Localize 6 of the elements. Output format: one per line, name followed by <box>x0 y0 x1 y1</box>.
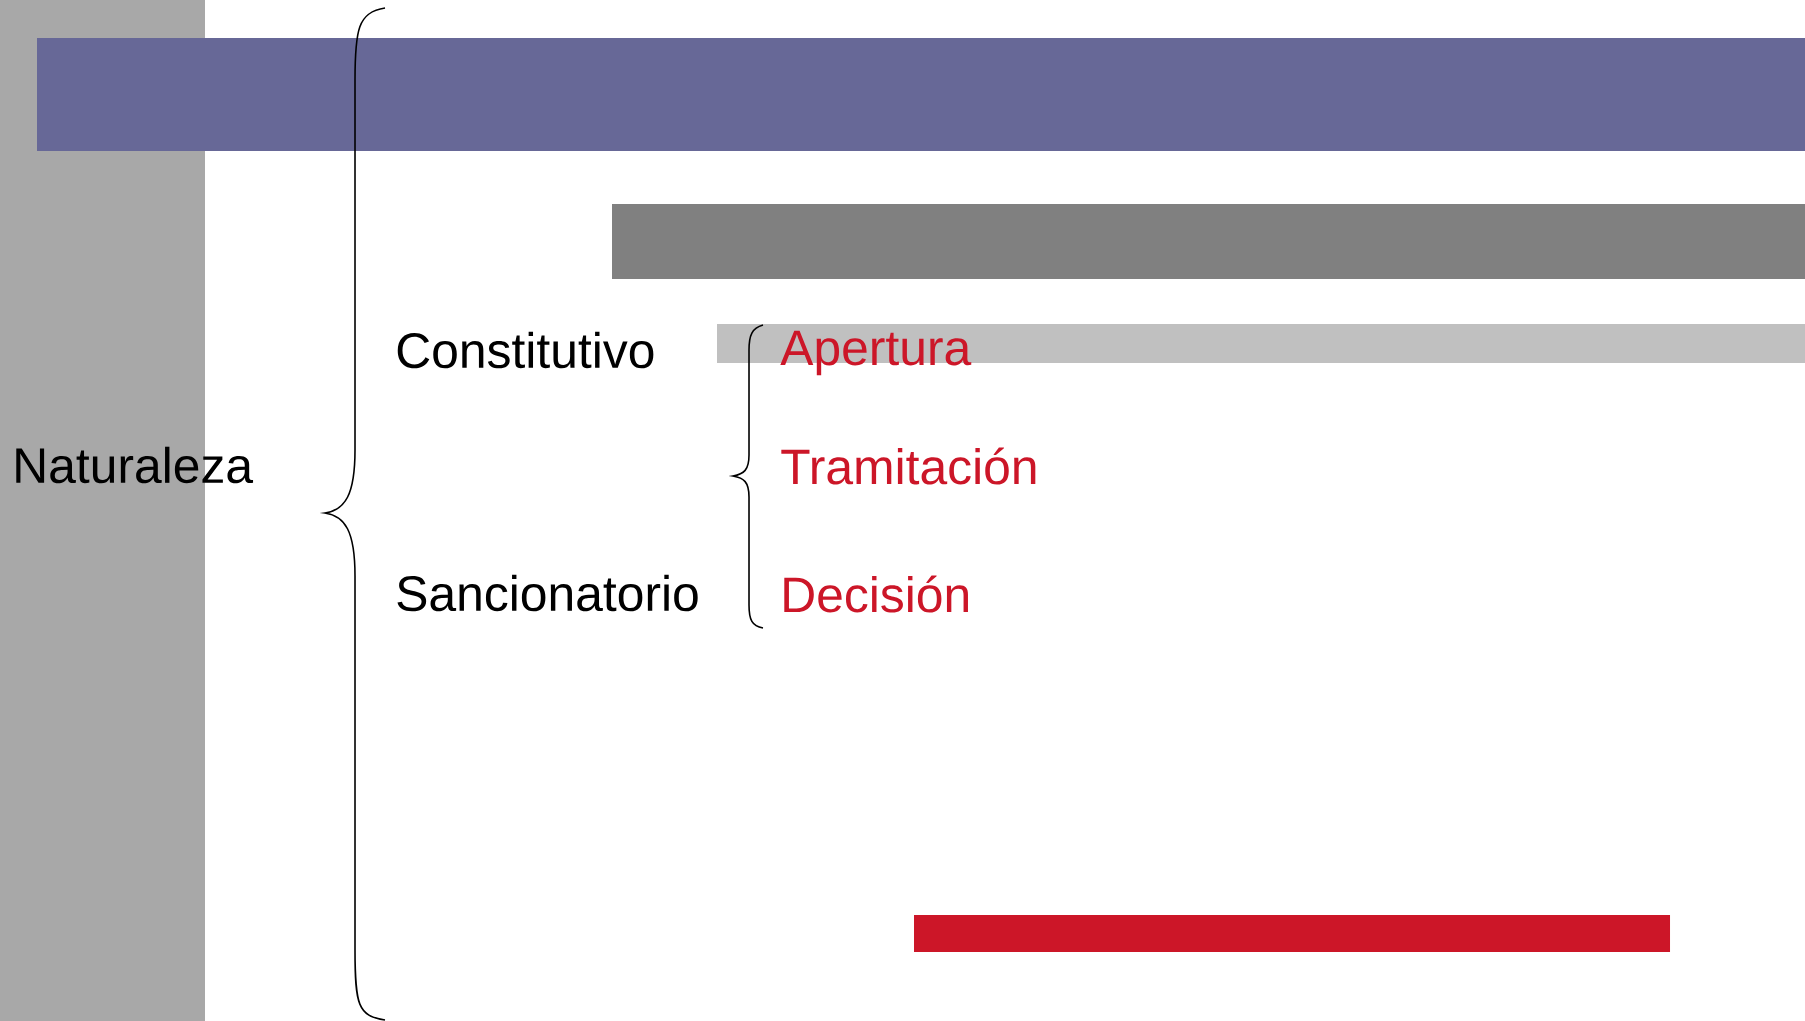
label: Decisión <box>784 575 968 613</box>
label: Tramitación <box>781 447 1036 485</box>
label: Sancionatorio <box>397 574 698 612</box>
label: Constitutivo <box>397 331 654 369</box>
label: Apertura <box>780 330 972 376</box>
label: Naturaleza <box>16 446 254 484</box>
